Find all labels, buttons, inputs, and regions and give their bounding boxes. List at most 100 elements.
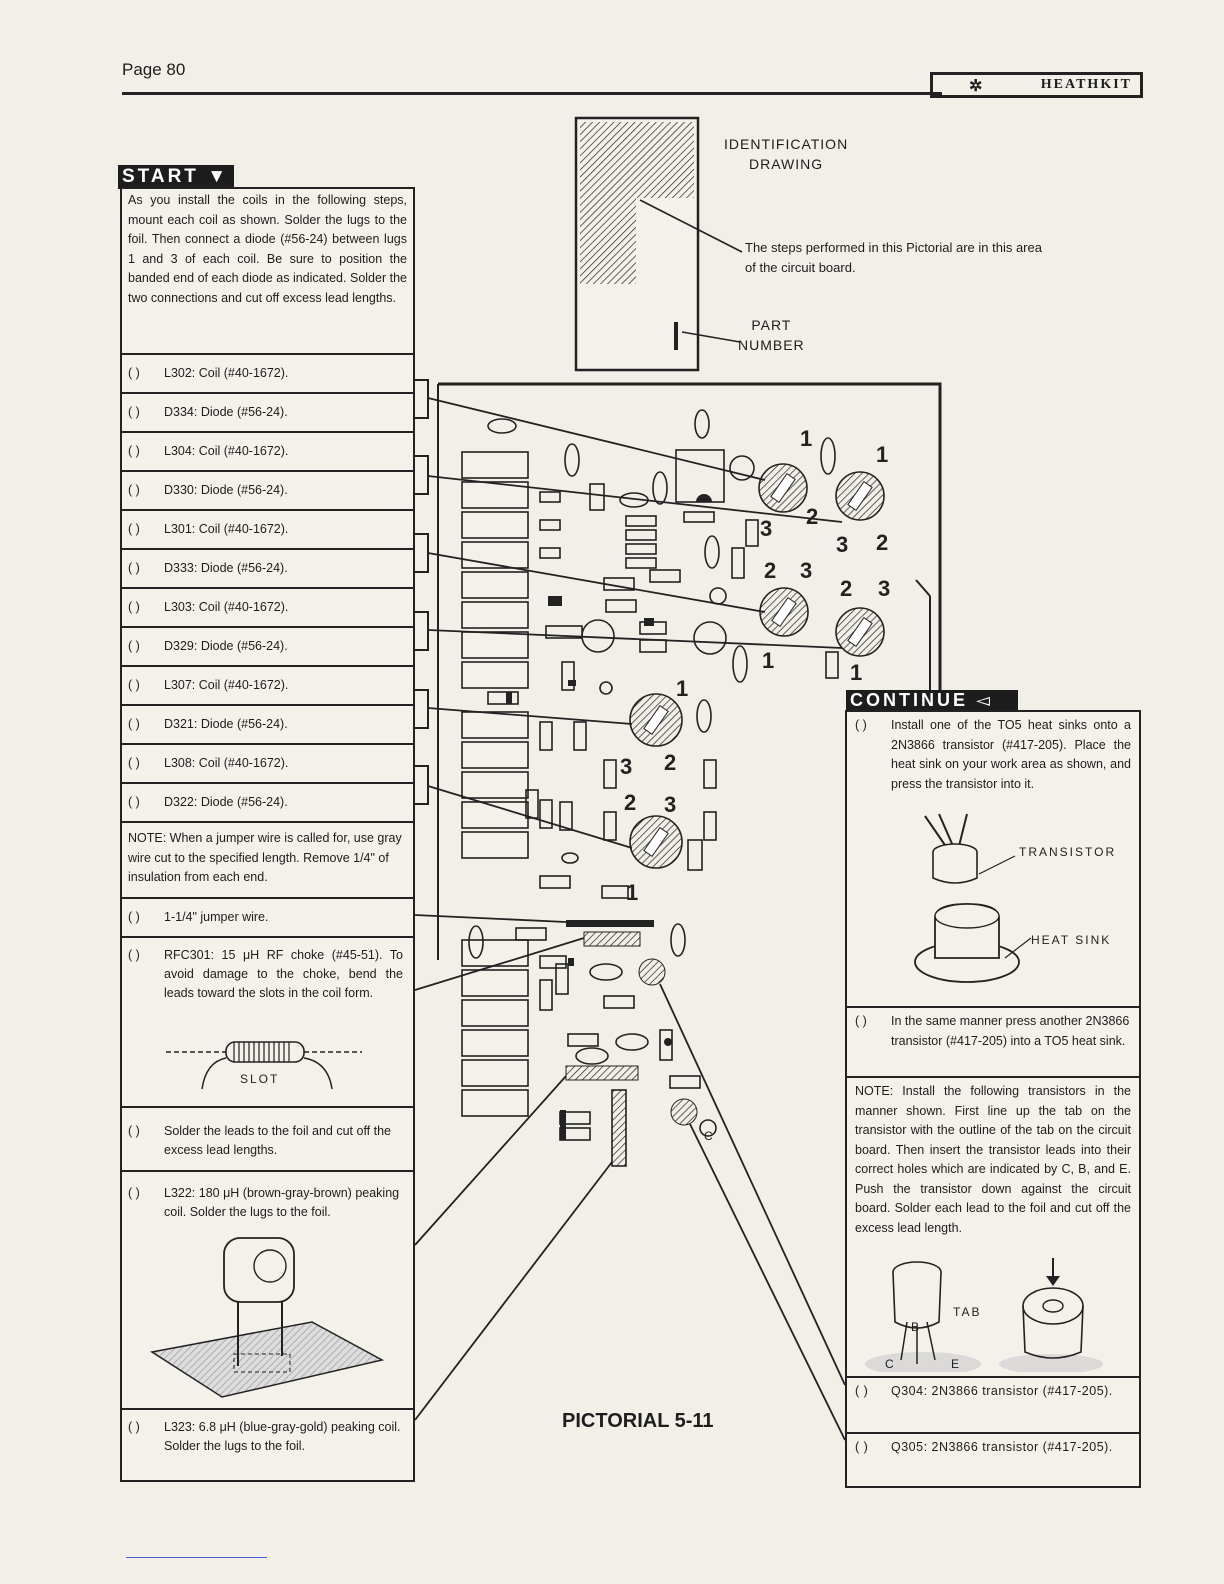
jumper-note: NOTE: When a jumper wire is called for, … (120, 821, 415, 897)
second-heatsink-step[interactable]: ( ) In the same manner press another 2N38… (845, 1006, 1141, 1076)
collector-mark: C (704, 1129, 713, 1143)
step-text: Q305: 2N3866 transistor (#417-205). (891, 1440, 1113, 1454)
checkbox[interactable]: ( ) (128, 717, 140, 731)
step-row[interactable]: ( ) D321: Diode (#56-24). (120, 704, 415, 743)
checkbox[interactable]: ( ) (128, 444, 140, 458)
lug-number: 1 (676, 676, 688, 701)
step-row[interactable]: ( ) L302: Coil (#40-1672). (120, 353, 415, 392)
step-row[interactable]: ( ) 1-1/4" jumper wire. (120, 897, 415, 936)
checkbox[interactable]: ( ) (128, 366, 140, 380)
pin-c-label: C (885, 1357, 894, 1371)
step-text: L323: 6.8 μH (blue-gray-gold) peaking co… (164, 1420, 401, 1453)
footer-link-underline (126, 1557, 267, 1558)
transistor-note: NOTE: Install the following transistors … (845, 1076, 1141, 1376)
pin-e-label: E (951, 1357, 959, 1371)
step-text: D330: Diode (#56-24). (164, 483, 288, 497)
checkbox[interactable]: ( ) (128, 522, 140, 536)
step-text: 1-1/4" jumper wire. (164, 910, 269, 924)
step-row[interactable]: ( ) D334: Diode (#56-24). (120, 392, 415, 431)
step-text: L307: Coil (#40-1672). (164, 678, 289, 692)
lug-number: 1 (800, 426, 812, 451)
step-row[interactable]: ( ) L307: Coil (#40-1672). (120, 665, 415, 704)
checkbox[interactable]: ( ) (128, 1186, 140, 1200)
q305-step[interactable]: ( ) Q305: 2N3866 transistor (#417-205). (845, 1432, 1141, 1488)
lug-number: 1 (850, 660, 862, 685)
continue-label: CONTINUE ◅ (846, 690, 1018, 710)
continue-text: CONTINUE (850, 690, 968, 710)
intro-paragraph: As you install the coils in the followin… (120, 187, 415, 353)
checkbox[interactable]: ( ) (128, 639, 140, 653)
lug-number: 3 (760, 516, 772, 541)
id-title-line2: DRAWING (749, 156, 824, 172)
step-text: In the same manner press another 2N3866 … (891, 1014, 1130, 1048)
step-text: Solder the leads to the foil and cut off… (164, 1124, 392, 1157)
checkbox[interactable]: ( ) (128, 910, 140, 924)
lug-number: 3 (836, 532, 848, 557)
solder-step[interactable]: ( ) Solder the leads to the foil and cut … (120, 1106, 415, 1170)
leader-lines (414, 397, 846, 1441)
pin-b-label: B (911, 1320, 919, 1334)
step-text: D321: Diode (#56-24). (164, 717, 288, 731)
step-text: D333: Diode (#56-24). (164, 561, 288, 575)
checkbox[interactable]: ( ) (128, 756, 140, 770)
checkbox[interactable]: ( ) (128, 483, 140, 497)
start-label: START ▼ (118, 165, 234, 189)
step-row[interactable]: ( )D322: Diode (#56-24). (120, 782, 415, 821)
id-title-line1: IDENTIFICATION (724, 136, 849, 152)
checkbox[interactable]: ( ) (128, 678, 140, 692)
step-row[interactable]: ( ) L303: Coil (#40-1672). (120, 587, 415, 626)
step-text: Install one of the TO5 heat sinks onto a… (891, 718, 1131, 791)
step-row[interactable]: ( )D329: Diode (#56-24). (120, 626, 415, 665)
left-step-column: As you install the coils in the followin… (120, 187, 415, 1482)
step-text: L302: Coil (#40-1672). (164, 366, 289, 380)
page-number: Page 80 (122, 60, 186, 79)
lug-number: 3 (800, 558, 812, 583)
coil-markers (629, 463, 885, 869)
step-text: D334: Diode (#56-24). (164, 405, 288, 419)
step-text: L308: Coil (#40-1672). (164, 756, 289, 770)
lug-number: 2 (624, 790, 636, 815)
right-step-column: ( ) Install one of the TO5 heat sinks ont… (845, 710, 1141, 1488)
checkbox[interactable]: ( ) (128, 600, 140, 614)
slot-label: SLOT (240, 1072, 279, 1086)
l322-step[interactable]: ( ) L322: 180 μH (brown-gray-brown) peaki… (120, 1170, 415, 1408)
step-text: L303: Coil (#40-1672). (164, 600, 289, 614)
transistor-label: TRANSISTOR (1019, 845, 1116, 859)
checkbox[interactable]: ( ) (128, 795, 140, 809)
lug-number: 2 (840, 576, 852, 601)
l323-step[interactable]: ( ) L323: 6.8 μH (blue-gray-gold) peaking… (120, 1408, 415, 1482)
lug-number: 3 (620, 754, 632, 779)
header-rule (122, 92, 942, 95)
checkbox[interactable]: ( ) (855, 1384, 869, 1398)
heathkit-logo: ✲ HEATHKIT (930, 72, 1143, 98)
checkbox[interactable]: ( ) (128, 948, 140, 962)
heatsink-label: HEAT SINK (1031, 933, 1111, 947)
step-row[interactable]: ( ) L308: Coil (#40-1672). (120, 743, 415, 782)
checkbox[interactable]: ( ) (855, 718, 867, 732)
step-text: RFC301: 15 μH RF choke (#45-51). To avoi… (164, 948, 403, 1000)
lug-number: 2 (876, 530, 888, 555)
rfc-step[interactable]: ( ) RFC301: 15 μH RF choke (#45-51). To … (120, 936, 415, 1106)
lug-number: 1 (762, 648, 774, 673)
step-row[interactable]: ( )L301: Coil (#40-1672). (120, 509, 415, 548)
checkbox[interactable]: ( ) (855, 1014, 867, 1028)
checkbox[interactable]: ( ) (128, 1124, 140, 1138)
note-text: NOTE: Install the following transistors … (855, 1084, 1131, 1235)
step-text: L322: 180 μH (brown-gray-brown) peaking … (164, 1186, 400, 1219)
checkbox[interactable]: ( ) (128, 561, 140, 575)
area-note: The steps performed in this Pictorial ar… (745, 240, 1042, 275)
step-row[interactable]: ( ) D330: Diode (#56-24). (120, 470, 415, 509)
q304-step[interactable]: ( )Q304: 2N3866 transistor (#417-205). (845, 1376, 1141, 1432)
peaking-coil-illustration (150, 1237, 385, 1398)
lug-numbers: 1 1 2 3 3 2 2 3 2 3 1 1 1 3 2 2 3 1 (620, 426, 890, 905)
step-row[interactable]: ( )L304: Coil (#40-1672). (120, 431, 415, 470)
heatsink-step[interactable]: ( ) Install one of the TO5 heat sinks ont… (845, 710, 1141, 1006)
checkbox[interactable]: ( ) (855, 1440, 869, 1454)
step-row[interactable]: ( ) D333: Diode (#56-24). (120, 548, 415, 587)
lug-number: 2 (806, 504, 818, 529)
checkbox[interactable]: ( ) (128, 405, 140, 419)
checkbox[interactable]: ( ) (128, 1420, 140, 1434)
start-text: START (122, 166, 199, 187)
identification-drawing-title: IDENTIFICATION DRAWING (724, 134, 848, 174)
